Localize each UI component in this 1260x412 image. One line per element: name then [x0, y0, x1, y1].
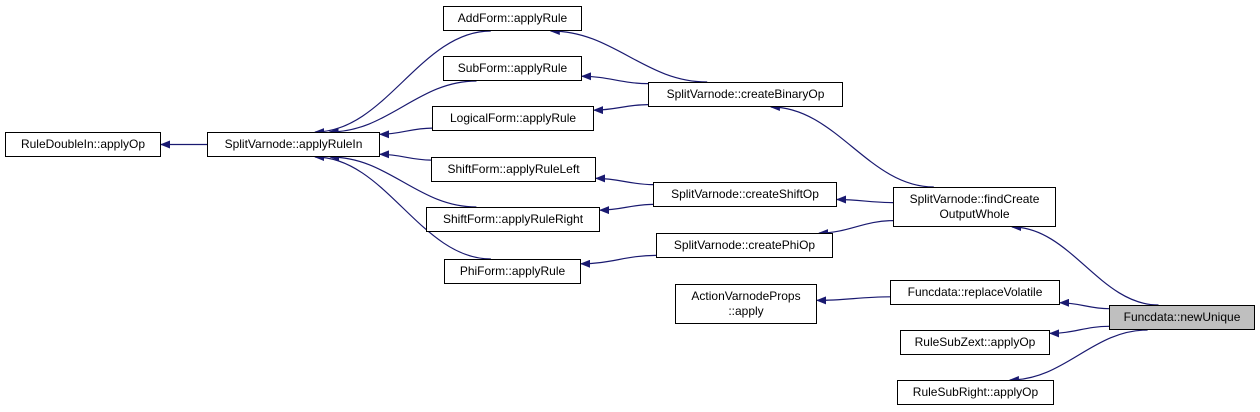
node-ruledoublein-applyop[interactable]: RuleDoubleIn::applyOp [5, 132, 161, 157]
node-label: SubForm::applyRule [457, 61, 568, 75]
edge-splitvarnode_findcreateoutputwhole-funcdata_newunique [1011, 223, 1159, 306]
node-label: RuleDoubleIn::applyOp [20, 137, 146, 151]
node-label: SplitVarnode::createShiftOp [671, 187, 819, 201]
edge-phiform_applyrule-splitvarnode_createphiop [580, 254, 657, 268]
edge-actionvarnodeprops_apply-funcdata_replacevolatile [816, 296, 891, 305]
edge-splitvarnode_applyrulein-phiform_applyrule [314, 153, 491, 260]
node-funcdata-replacevolatile[interactable]: Funcdata::replaceVolatile [890, 280, 1060, 305]
node-label: PhiForm::applyRule [459, 264, 566, 278]
node-shiftform-applyruleright[interactable]: ShiftForm::applyRuleRight [426, 207, 600, 232]
node-splitvarnode-applyrulein[interactable]: SplitVarnode::applyRuleIn [207, 132, 380, 157]
node-addform-applyrule[interactable]: AddForm::applyRule [443, 6, 582, 31]
node-label-line-2: ::apply [728, 304, 764, 318]
node-label: SplitVarnode::createPhiOp [673, 238, 816, 252]
node-funcdata-newunique: Funcdata::newUnique [1109, 305, 1255, 330]
node-splitvarnode-createphiop[interactable]: SplitVarnode::createPhiOp [656, 233, 833, 258]
edge-splitvarnode_createshiftop-splitvarnode_findcreateoutputwhole [836, 195, 894, 204]
node-label: Funcdata::newUnique [1123, 310, 1241, 324]
node-label: SplitVarnode::createBinaryOp [666, 87, 825, 101]
edge-splitvarnode_applyrulein-shiftform_applyruleleft [379, 150, 432, 161]
node-label-line-1: SplitVarnode::findCreate [909, 192, 1040, 206]
node-label: RuleSubRight::applyOp [912, 385, 1039, 399]
node-shiftform-applyruleleft[interactable]: ShiftForm::applyRuleLeft [431, 157, 596, 182]
node-label-line-1: ActionVarnodeProps [691, 289, 801, 303]
edge-shiftform_applyruleleft-splitvarnode_createshiftop [595, 174, 654, 186]
node-label: SplitVarnode::applyRuleIn [224, 137, 363, 151]
node-label: RuleSubZext::applyOp [914, 335, 1036, 349]
edge-shiftform_applyruleright-splitvarnode_createshiftop [599, 203, 654, 215]
node-splitvarnode-createbinaryop[interactable]: SplitVarnode::createBinaryOp [648, 82, 843, 107]
node-label: Funcdata::replaceVolatile [907, 285, 1043, 299]
node-splitvarnode-findcreateoutputwhole[interactable]: SplitVarnode::findCreate OutputWhole [893, 187, 1056, 227]
node-label-line-2: OutputWhole [939, 207, 1010, 221]
edge-splitvarnode_applyrulein-subform_applyrule [328, 80, 477, 136]
node-splitvarnode-createshiftop[interactable]: SplitVarnode::createShiftOp [653, 182, 837, 207]
node-subform-applyrule[interactable]: SubForm::applyRule [443, 56, 582, 81]
edge-splitvarnode_applyrulein-addform_applyrule [314, 30, 491, 136]
edge-logicalform_applyrule-splitvarnode_createbinaryop [593, 104, 649, 115]
node-label: ShiftForm::applyRuleLeft [447, 162, 580, 176]
edges [160, 27, 1159, 384]
node-label: LogicalForm::applyRule [449, 111, 577, 125]
node-phiform-applyrule[interactable]: PhiForm::applyRule [444, 259, 581, 284]
edge-splitvarnode_createbinaryop-splitvarnode_findcreateoutputwhole [769, 103, 934, 188]
node-rulesubright-applyop[interactable]: RuleSubRight::applyOp [897, 380, 1054, 405]
edge-rulesubright_applyop-funcdata_newunique [1008, 329, 1148, 384]
edge-splitvarnode_applyrulein-logicalform_applyrule [379, 127, 433, 139]
edge-rulesubzext_applyop-funcdata_newunique [1049, 325, 1110, 338]
edge-addform_applyrule-splitvarnode_createbinaryop [549, 27, 708, 83]
node-label: ShiftForm::applyRuleRight [442, 212, 584, 226]
node-actionvarnodeprops-apply[interactable]: ActionVarnodeProps ::apply [675, 284, 817, 324]
node-label: AddForm::applyRule [457, 11, 568, 25]
edge-subform_applyrule-splitvarnode_createbinaryop [581, 72, 649, 85]
edge-funcdata_replacevolatile-funcdata_newunique [1059, 298, 1110, 310]
edge-splitvarnode_createphiop-splitvarnode_findcreateoutputwhole [818, 220, 894, 237]
edge-splitvarnode_applyrulein-shiftform_applyruleright [329, 153, 477, 208]
node-logicalform-applyrule[interactable]: LogicalForm::applyRule [432, 106, 594, 131]
node-rulesubzext-applyop[interactable]: RuleSubZext::applyOp [900, 330, 1050, 355]
